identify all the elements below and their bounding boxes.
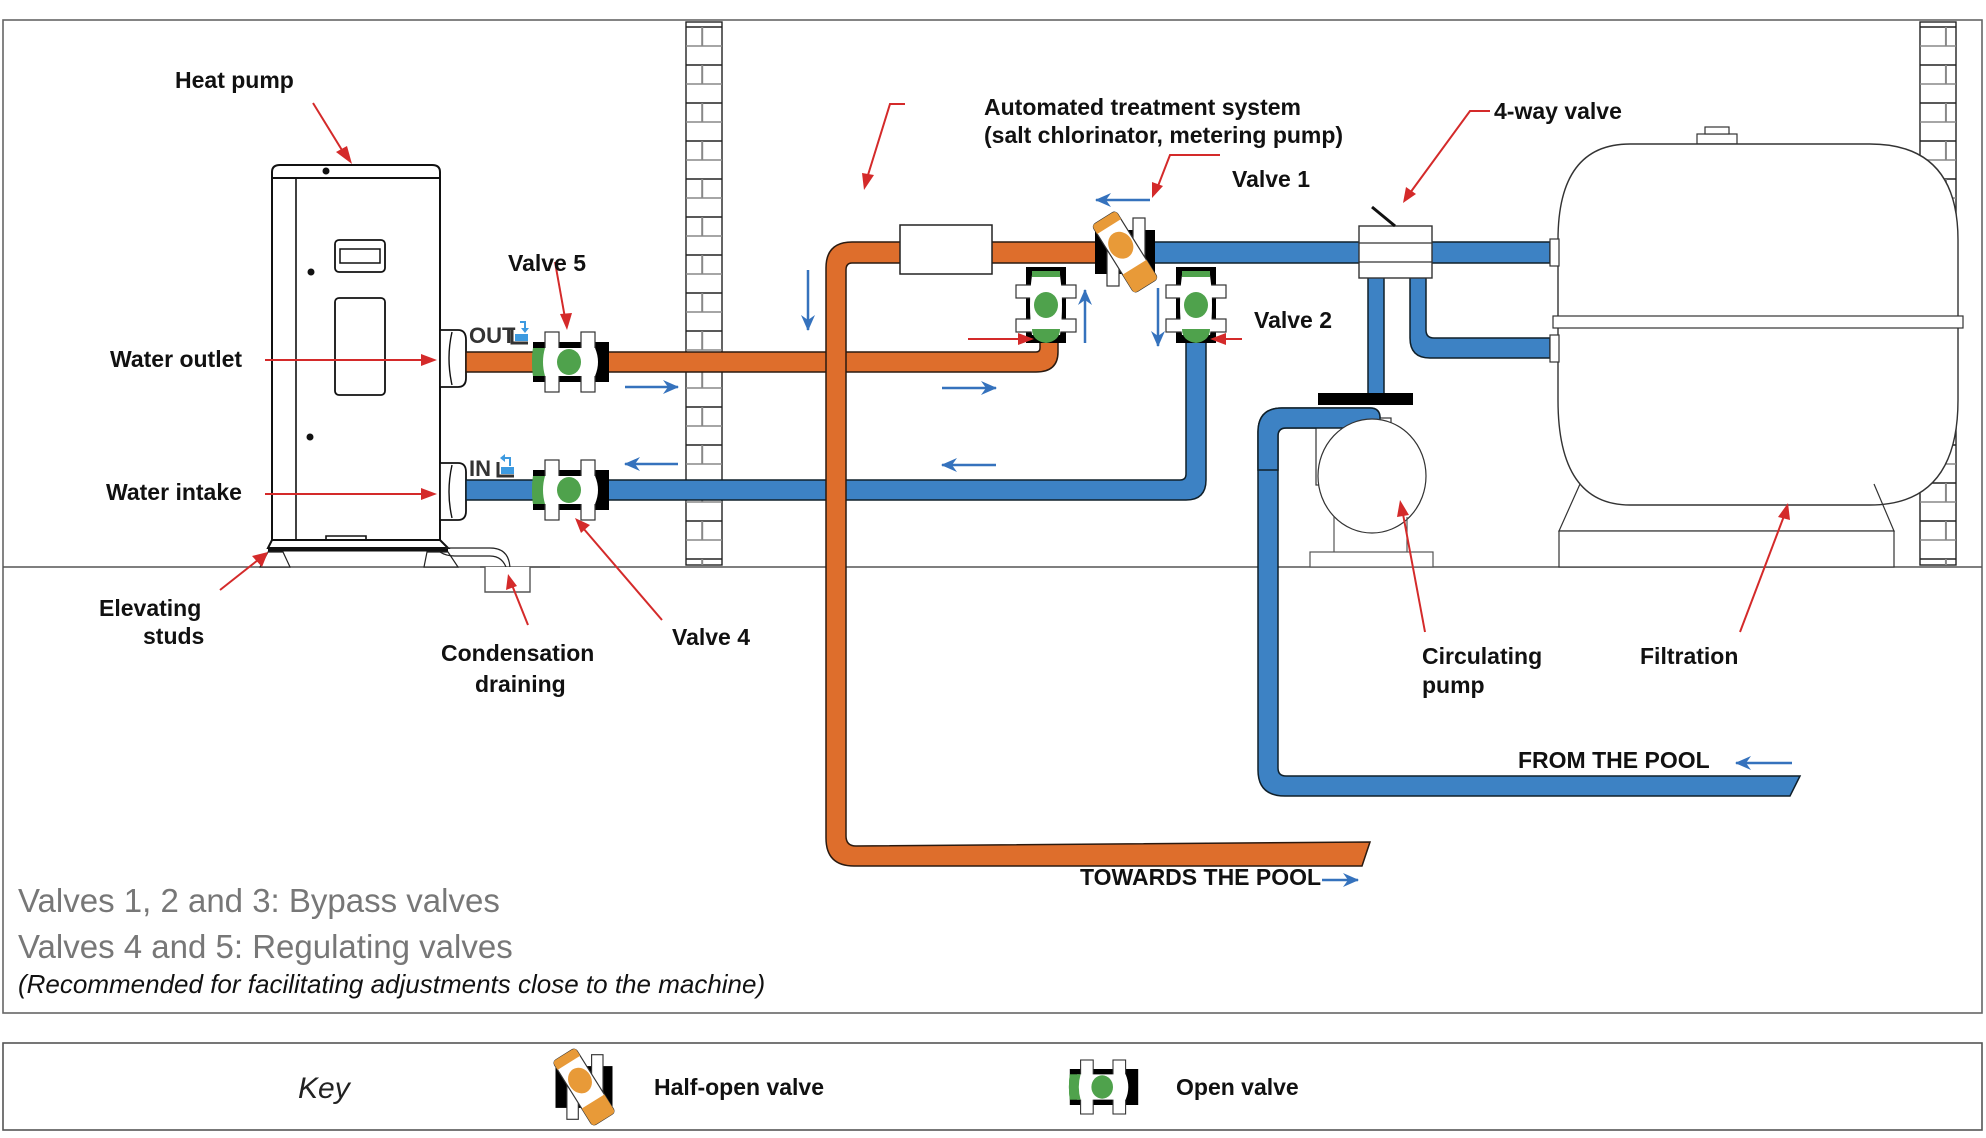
valve-handle	[1371, 205, 1396, 228]
treatment-system	[899, 224, 993, 275]
pipe-pump-to-valve	[1367, 262, 1385, 397]
label-valve-2: Valve 2	[1254, 307, 1332, 333]
note-regulating-valves: Valves 4 and 5: Regulating valves	[18, 928, 513, 965]
water-out-icon	[521, 328, 529, 333]
label-valve-1: Valve 1	[1232, 166, 1310, 192]
out-tag: OUT	[469, 321, 529, 348]
callout-four-way-valve	[1409, 110, 1490, 194]
heat-pump	[259, 164, 467, 568]
label-condensation-2: draining	[475, 671, 566, 697]
label-valve-5: Valve 5	[508, 250, 586, 276]
callout-circulating-pump	[1402, 513, 1426, 633]
label-condensation-1: Condensation	[441, 640, 594, 666]
label-heat-pump: Heat pump	[175, 67, 294, 93]
water-intake-port	[439, 462, 467, 521]
condensation-drain	[439, 547, 560, 593]
label-elevating-studs-1: Elevating	[99, 595, 201, 621]
left-wall	[685, 21, 723, 566]
pipe-top-main	[1149, 241, 1551, 264]
callout-arrows	[219, 102, 1790, 633]
in-tag: IN	[469, 454, 514, 481]
label-filtration: Filtration	[1640, 643, 1738, 669]
label-water-outlet: Water outlet	[110, 346, 242, 372]
water-in-icon	[500, 454, 505, 462]
label-treatment-2: (salt chlorinator, metering pump)	[984, 122, 1343, 148]
out-tag-label: OUT	[469, 323, 516, 348]
label-valve-4: Valve 4	[672, 624, 750, 650]
callout-heat-pump	[312, 102, 346, 156]
callout-filtration	[1739, 515, 1785, 633]
key-box: Key Half-open valve Open valve	[2, 1042, 1983, 1131]
key-title: Key	[298, 1072, 352, 1105]
label-towards-pool: TOWARDS THE POOL	[1080, 864, 1321, 890]
callout-valve-4	[582, 527, 663, 621]
label-elevating-studs-2: studs	[143, 623, 204, 649]
callout-elevating-studs	[219, 559, 259, 591]
callout-condensation	[511, 584, 529, 626]
label-treatment-1: Automated treatment system	[984, 94, 1301, 120]
key-label-half-open: Half-open valve	[654, 1074, 824, 1100]
note-recommendation: (Recommended for facilitating adjustment…	[18, 969, 765, 999]
label-water-intake: Water intake	[106, 479, 242, 505]
flow-arrows	[624, 193, 1792, 887]
label-circulating-pump-1: Circulating	[1422, 643, 1542, 669]
circulating-pump	[1257, 393, 1434, 568]
key-label-open: Open valve	[1176, 1074, 1299, 1100]
callout-valve-1	[1157, 154, 1220, 187]
label-circulating-pump-2: pump	[1422, 672, 1485, 698]
water-outlet-port	[439, 329, 467, 388]
label-four-way-valve: 4-way valve	[1494, 98, 1622, 124]
callout-treatment	[867, 103, 905, 176]
callout-valve-5	[554, 261, 566, 319]
filtration-tank	[1549, 126, 1964, 568]
label-from-pool: FROM THE POOL	[1518, 747, 1710, 773]
four-way-valve[interactable]	[1358, 205, 1433, 279]
note-bypass-valves: Valves 1, 2 and 3: Bypass valves	[18, 882, 500, 919]
in-tag-label: IN	[469, 456, 491, 481]
